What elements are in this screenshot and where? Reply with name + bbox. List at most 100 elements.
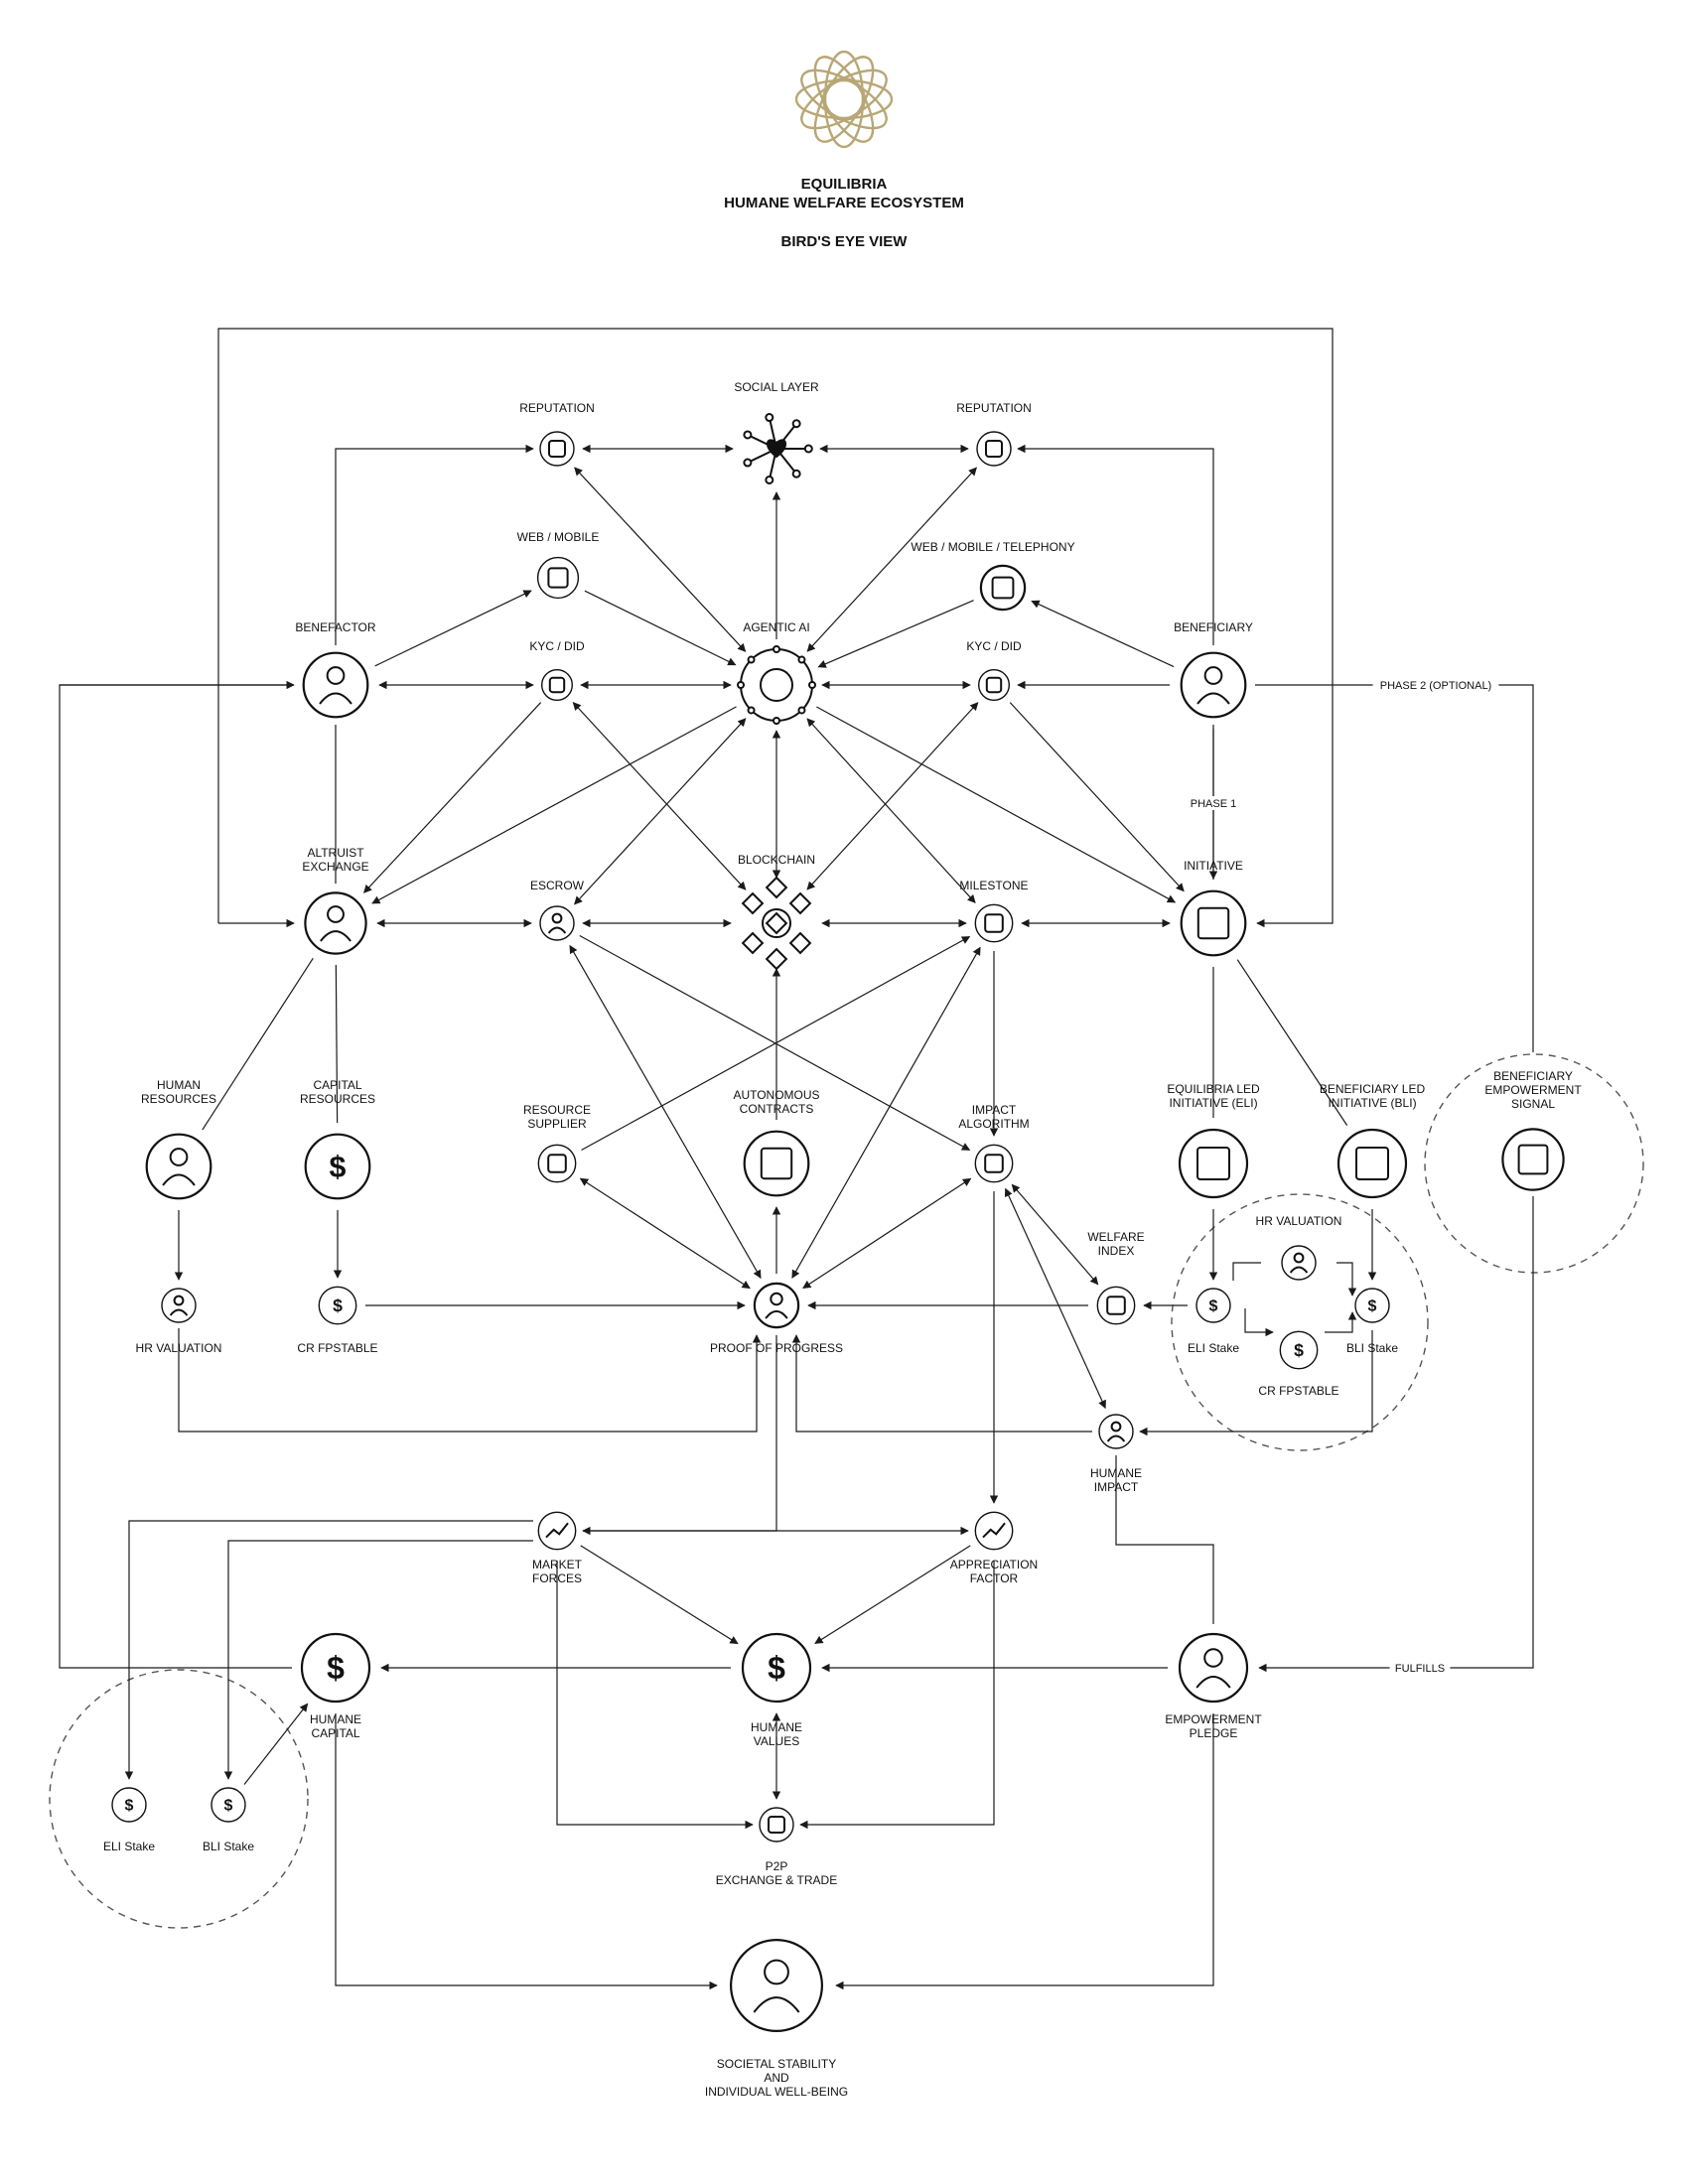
reputation-left-label: REPUTATION: [519, 401, 595, 415]
edge-appr-p2p: [799, 1561, 995, 1830]
hr-valuation-right-label: HR VALUATION: [1256, 1214, 1342, 1228]
heart-dollar-icon: $: [300, 1632, 371, 1704]
edge-agentic_ai-reputation_right: [806, 467, 977, 652]
edge-label-phase1: PHASE 1: [1191, 798, 1236, 810]
thumbs-up-badge-icon: [539, 431, 575, 467]
hand-gear-person-icon: [145, 1133, 212, 1200]
edge-initiative-bli: [1236, 959, 1348, 1126]
stake-coins-icon: $: [1196, 1288, 1231, 1323]
kyc-right-label: KYC / DID: [966, 639, 1022, 653]
svg-text:$: $: [1209, 1298, 1218, 1315]
edge-agentic_ai-altruist_exchange: [371, 706, 737, 904]
svg-text:$: $: [125, 1798, 134, 1815]
edge-web_mobile-agentic_ai: [584, 590, 737, 666]
edge-appreciation_factor-humane_values: [814, 1545, 971, 1644]
blockchain-cubes-icon: [741, 876, 812, 971]
cr-fpstable-left-label: CR FPSTABLE: [297, 1341, 377, 1355]
beneficiary-label: BENEFICIARY: [1174, 620, 1253, 634]
appreciation-chart-icon: [974, 1511, 1014, 1551]
left-stake-group: [49, 1669, 309, 1929]
svg-text:$: $: [333, 1296, 343, 1315]
svg-text:$: $: [768, 1650, 785, 1686]
diagram-title: EQUILIBRIA: [800, 176, 888, 193]
people-network-icon: [1281, 1245, 1317, 1281]
reputation-right-label: REPUTATION: [956, 401, 1032, 415]
edge-benefactor-reputation: [335, 444, 534, 645]
edge-cr-right-eli: [1244, 1308, 1274, 1337]
edge-kyc_right-initiative: [1009, 702, 1185, 892]
web-mobile-telephony-label: WEB / MOBILE / TELEPHONY: [911, 540, 1074, 554]
svg-text:$: $: [1294, 1340, 1304, 1360]
svg-text:$: $: [1368, 1298, 1377, 1315]
bli-stake-left-label: BLI Stake: [203, 1840, 254, 1853]
cr-fpstable-right-label: CR FPSTABLE: [1258, 1384, 1338, 1398]
edge-market-eli-left: [124, 1520, 533, 1780]
bank-coin-icon: $: [318, 1286, 357, 1325]
svg-text:$: $: [330, 1151, 347, 1184]
edge-web_mobile_telephony-agentic_ai: [817, 600, 974, 668]
algorithm-gear-icon: [974, 1144, 1014, 1183]
fingerprint-scan-icon: [977, 668, 1011, 702]
p2p-exchange-icon: [759, 1807, 794, 1843]
market-stall-icon: [537, 1144, 577, 1183]
edge-benefactor-web_mobile: [374, 590, 532, 667]
eli-stake-left-label: ELI Stake: [103, 1840, 155, 1853]
edge-beneficiary-reputation: [1017, 444, 1214, 645]
edge-bli_stake_left-humane_capital: [243, 1703, 309, 1785]
edge-escrow-proof_of_progress: [569, 944, 762, 1279]
edge-hr-val-pop: [178, 1328, 762, 1433]
edge-agentic_ai-milestone: [806, 718, 976, 903]
ai-brain-icon: [737, 645, 816, 725]
edge-beneficiary-web_mobile_telephony: [1031, 600, 1175, 668]
benefactor-hand-icon: [302, 651, 369, 719]
edge-impact_algorithm-humane_impact: [1004, 1187, 1106, 1410]
hand-gear-dollar-icon: $: [304, 1133, 371, 1200]
edge-market-bli-left: [223, 1540, 533, 1780]
edge-label-fulfills: FULFILLS: [1395, 1663, 1445, 1675]
eli-stake-right-label: ELI Stake: [1188, 1341, 1239, 1355]
index-board-icon: [1096, 1286, 1136, 1325]
edge-resource_supplier-proof_of_progress: [579, 1177, 751, 1290]
edge-label-phase2: PHASE 2 (OPTIONAL): [1380, 680, 1491, 692]
edge-kyc_right-blockchain: [806, 702, 979, 890]
edge-hr-right-bli: [1336, 1262, 1357, 1297]
stake-coins-icon: $: [1354, 1288, 1390, 1323]
social-network-heart-icon: [743, 413, 813, 484]
edge-agentic_ai-reputation_left: [574, 467, 747, 652]
edge-kyc_left-blockchain: [572, 702, 747, 890]
fingerprint-scan-icon: [540, 668, 574, 702]
edge-cr-right-bli: [1325, 1311, 1357, 1333]
heart-person-icon: [1178, 1632, 1249, 1704]
edge-market_forces-humane_values: [580, 1545, 739, 1645]
edge-bli-stake-impact: [1139, 1330, 1373, 1436]
edge-top-loop: [217, 328, 1334, 928]
initiative-label: INITIATIVE: [1184, 859, 1243, 873]
empowerment-signal-icon: [1501, 1128, 1565, 1191]
svg-text:$: $: [224, 1798, 233, 1815]
milestone-label: MILESTONE: [959, 879, 1028, 892]
stake-coins-icon: $: [111, 1787, 147, 1823]
edge-pop-impact: [791, 1334, 1092, 1433]
edge-agentic_ai-initiative: [816, 706, 1177, 903]
edge-impact_algorithm-welfare_index: [1011, 1183, 1099, 1286]
monitor-phone-icon: [536, 556, 580, 600]
proof-of-progress-label: PROOF OF PROGRESS: [710, 1341, 843, 1355]
contracts-cubes-icon: [743, 1130, 810, 1197]
edge-impact_algorithm-proof_of_progress: [802, 1177, 972, 1290]
empowerment-signal-group: [1424, 1053, 1644, 1274]
exchange-people-icon: [304, 891, 367, 955]
svg-text:$: $: [327, 1650, 345, 1686]
edge-market-p2p: [556, 1561, 754, 1830]
edge-signal-fulfills: [1258, 1196, 1534, 1673]
